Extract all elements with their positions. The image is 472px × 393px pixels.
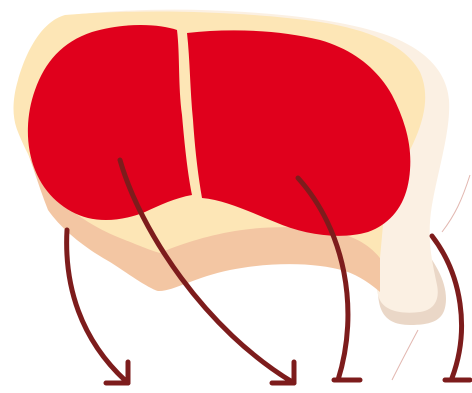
guide-line-lower <box>392 330 418 380</box>
guide-line-upper <box>442 175 470 232</box>
